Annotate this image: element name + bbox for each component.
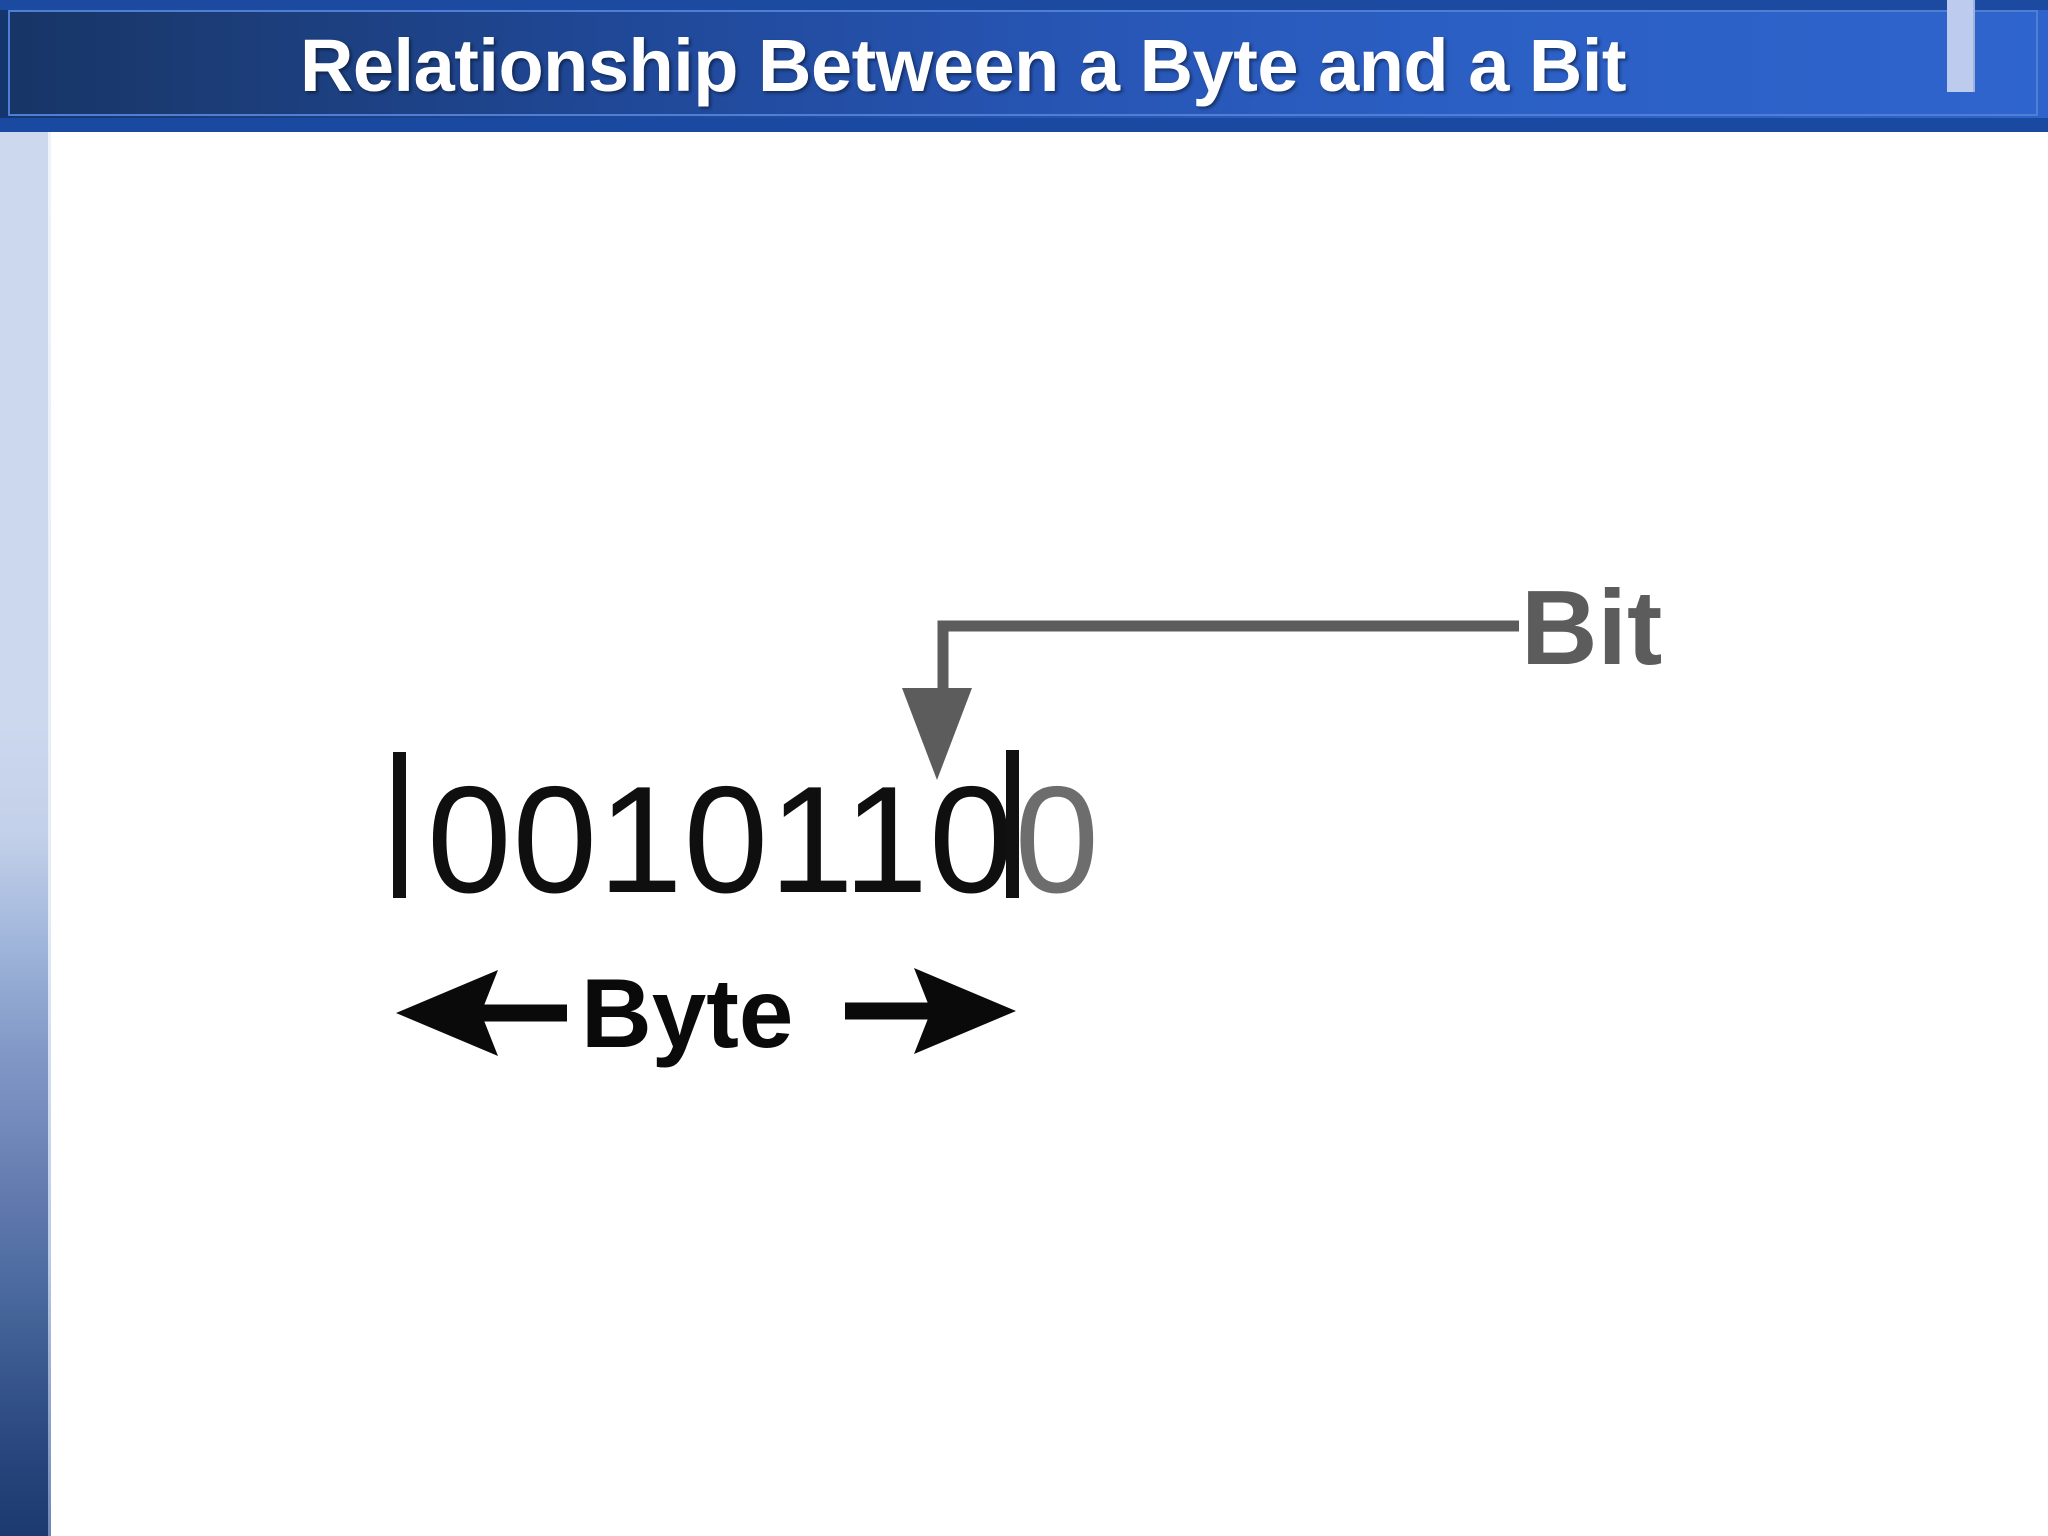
digit-0: 0: [427, 755, 513, 925]
title-accent-bar: [1947, 0, 1975, 92]
digit-4: 1: [769, 755, 847, 925]
bit-arrowhead-icon: [902, 688, 972, 780]
content-area: Bit 00101100 Byte: [51, 132, 2048, 1536]
digit-7-highlighted: 0: [1015, 755, 1101, 925]
bit-leader-line: [937, 620, 1519, 692]
title-bar-top-edge: [0, 0, 2048, 10]
digit-5: 1: [843, 755, 929, 925]
byte-left-delimiter: [393, 752, 406, 898]
page-title: Relationship Between a Byte and a Bit: [299, 23, 1627, 107]
digit-2: 1: [598, 755, 684, 925]
sidebar-gradient-strip: [0, 132, 48, 1536]
byte-label: Byte: [581, 958, 793, 1068]
digit-3: 0: [684, 755, 770, 925]
sidebar-edge-highlight: [48, 132, 51, 1536]
byte-digits: 00101100: [427, 755, 1100, 925]
byte-left-arrow-icon: [396, 970, 567, 1056]
digit-1: 0: [513, 755, 599, 925]
bit-label: Bit: [1521, 569, 1662, 687]
diagram-canvas: Bit 00101100 Byte: [393, 569, 1662, 1068]
byte-bit-diagram: Bit 00101100 Byte: [51, 132, 2048, 1536]
byte-right-delimiter: [1006, 750, 1019, 898]
title-bar-bottom-edge: [0, 118, 2048, 132]
title-plate: Relationship Between a Byte and a Bit: [8, 10, 2038, 116]
bit-callout-leader: [902, 620, 1519, 780]
title-bar: Relationship Between a Byte and a Bit: [0, 0, 2048, 132]
byte-right-arrow-icon: [845, 968, 1016, 1054]
digit-6: 0: [929, 755, 1015, 925]
